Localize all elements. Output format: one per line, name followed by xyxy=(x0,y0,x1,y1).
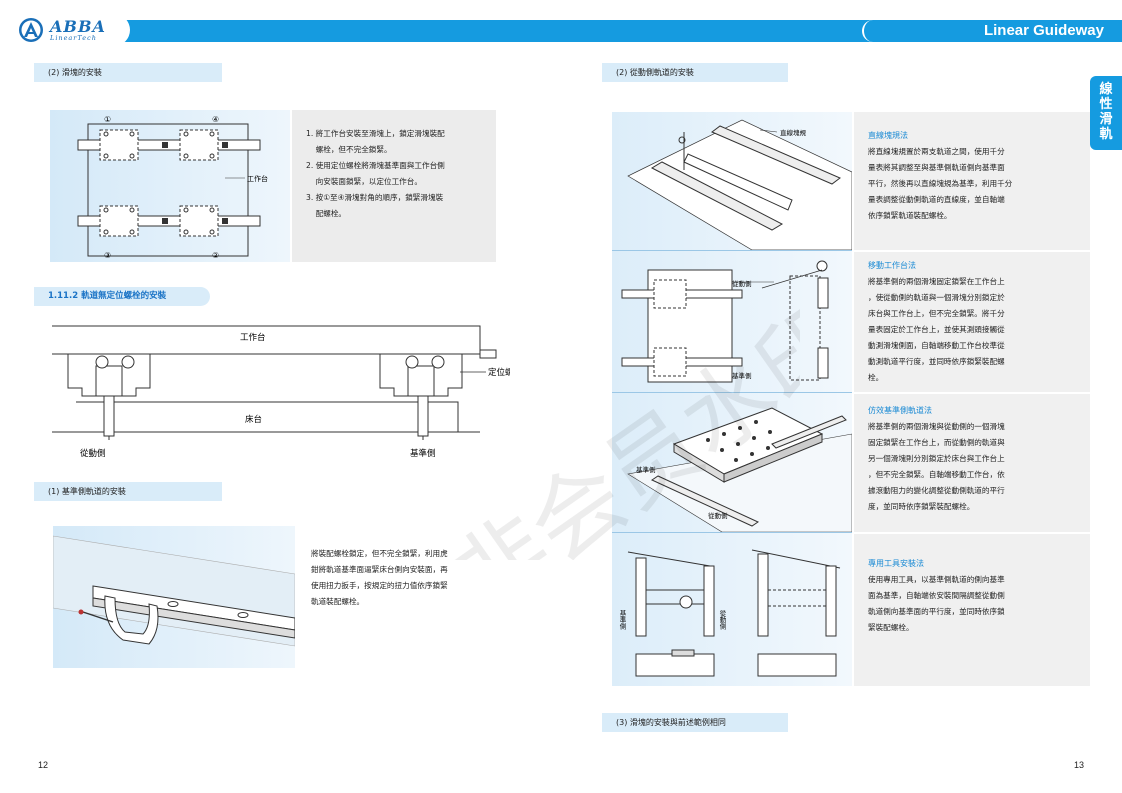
method1-line-2: 量表將其調整至與基準側軌道側向基準面 xyxy=(868,163,1005,172)
side-tab-label: 線性滑軌 xyxy=(1099,82,1113,142)
method2-line-6: 動測軌道平行度，並同時依序鎖緊裝配螺 xyxy=(868,357,1005,366)
method2-line-5: 動測滑塊側面，自軸端移動工作台校準從 xyxy=(868,341,1005,350)
label-ref-d: 基準側 xyxy=(618,609,626,630)
method2-title: 移動工作台法 xyxy=(868,261,916,270)
label-worktable-section: 工作台 xyxy=(240,332,266,343)
diagram-special-tool: 基準側 從動側 xyxy=(618,549,841,677)
label-reference-side: 基準側 xyxy=(410,448,436,459)
step-line-4: 向安裝面鎖緊，以定位工作台。 xyxy=(306,177,422,186)
diagram-follow-reference: 基準側 從動側 xyxy=(627,407,852,532)
method2-line-4: 量表固定於工作台上，並使其測頭接觸從 xyxy=(868,325,1005,334)
diagram-vise-rail xyxy=(53,535,295,647)
label-ref-c: 基準側 xyxy=(636,465,656,474)
method1-line-4: 量表調整從動側軌道的直線度，並自軸端 xyxy=(868,195,1005,204)
label-locating-bolt: 定位螺栓 xyxy=(488,367,510,378)
method1-bg xyxy=(854,112,1090,250)
method3-line-4: ，但不完全鎖緊。自軸端移動工作台，依 xyxy=(868,470,1005,479)
mark-2: ② xyxy=(212,251,219,260)
step-line-6: 配螺栓。 xyxy=(306,209,347,218)
label-driven-d: 從動側 xyxy=(718,609,726,630)
method3-line-6: 度，並同時依序鎖緊裝配螺栓。 xyxy=(868,502,975,511)
diagram-moving-table: 從動側 基準側 xyxy=(621,260,829,383)
method4-line-1: 使用專用工具，以基準側軌道的側向基準 xyxy=(868,575,1005,584)
method-moving-table: 移動工作台法 將基準側的兩個滑塊固定鎖緊在工作台上 ，使從動側的軌道與一個滑塊分… xyxy=(854,258,1090,386)
abba-logo: ABBA LinearTech xyxy=(18,17,106,43)
section-driven-rail-install: (2) 從動側軌道的安裝 xyxy=(602,63,788,82)
diagram-table-top-view: 工作台 ① ④ ③ ② xyxy=(77,115,268,260)
method3-line-3: 另一個滑塊則分別鎖定於床台與工作台上 xyxy=(868,454,1005,463)
method4-bg xyxy=(854,534,1090,686)
diagram-straight-edge: 直線塊規 xyxy=(627,119,852,250)
method1-line-3: 平行，然後再以直線塊規為基準，利用千分 xyxy=(868,179,1013,188)
step-line-1: 1. 將工作台安裝至滑塊上，鎖定滑塊裝配 xyxy=(306,129,445,138)
step-line-2: 螺栓，但不完全鎖緊。 xyxy=(306,145,392,154)
header-title: Linear Guideway xyxy=(983,22,1104,39)
method3-bg xyxy=(854,394,1090,532)
mark-1: ① xyxy=(104,115,111,124)
step-line-3: 2. 使用定位螺栓將滑塊基準面與工作台側 xyxy=(306,161,445,170)
label-straight-edge: 直線塊規 xyxy=(780,128,807,137)
method4-line-2: 面為基準，自軸端依安裝間隔調整從動側 xyxy=(868,591,1005,600)
divider-a xyxy=(612,250,852,251)
abba-logo-icon xyxy=(19,18,43,42)
mark-4: ④ xyxy=(212,115,219,124)
logo-name: ABBA xyxy=(50,16,106,36)
method1-title: 直線塊規法 xyxy=(868,131,908,140)
logo-subtitle: LinearTech xyxy=(50,33,97,42)
label-ref-b: 基準側 xyxy=(732,371,752,380)
method-special-tool: 專用工具安裝法 使用專用工具，以基準側軌道的側向基準 面為基準，自軸端依安裝間隔… xyxy=(854,556,1090,636)
step-line-5: 3. 按①至④滑塊對角的順序，鎖緊滑塊裝 xyxy=(306,193,444,202)
method3-title: 仿效基準側軌道法 xyxy=(868,406,932,415)
section-slider-same: (3) 滑塊的安裝與前述範例相同 xyxy=(602,713,788,732)
section-title-no-locating-bolt: 1.11.2 軌道無定位螺栓的安裝 xyxy=(34,287,210,306)
label-driven-side: 從動側 xyxy=(80,448,106,459)
method3-line-5: 據滾動阻力的變化調整從動側軌道的平行 xyxy=(868,486,1005,495)
label-driven-c: 從動側 xyxy=(708,511,728,520)
header-band xyxy=(0,20,1122,42)
method2-line-3: 床台與工作台上，但不完全鎖緊。將千分 xyxy=(868,309,1005,318)
method2-bg xyxy=(854,252,1090,392)
method4-line-4: 緊裝配螺栓。 xyxy=(868,623,914,632)
ref-rail-line-1: 將裝配螺栓鎖定，但不完全鎖緊，利用虎 xyxy=(311,549,448,558)
ref-rail-line-2: 鉗將軌道基準面逼緊床台側向安裝面，再 xyxy=(311,565,448,574)
divider-b xyxy=(612,392,852,393)
slider-install-steps: 1. 將工作台安裝至滑塊上，鎖定滑塊裝配 螺栓，但不完全鎖緊。 2. 使用定位螺… xyxy=(292,110,496,262)
ref-rail-text: 將裝配螺栓鎖定，但不完全鎖緊，利用虎 鉗將軌道基準面逼緊床台側向安裝面，再 使用… xyxy=(297,526,515,668)
divider-c xyxy=(612,532,852,533)
method3-line-1: 將基準側的兩個滑塊與從動側的一個滑塊 xyxy=(868,422,1005,431)
label-worktable: 工作台 xyxy=(247,174,268,183)
diagram-table-top-view-panel xyxy=(50,110,290,262)
label-bed: 床台 xyxy=(245,414,262,425)
method2-line-1: 將基準側的兩個滑塊固定鎖緊在工作台上 xyxy=(868,277,1005,286)
ref-rail-line-4: 軌道裝配螺栓。 xyxy=(311,597,365,606)
side-tab-linear-guide: 線性滑軌 xyxy=(1090,76,1122,150)
method1-line-1: 將直線塊規置於兩支軌道之間，使用千分 xyxy=(868,147,1005,156)
ref-rail-line-3: 使用扭力扳手，按規定的扭力值依序鎖緊 xyxy=(311,581,448,590)
mark-3: ③ xyxy=(104,251,111,260)
section-ref-rail-install: (1) 基準側軌道的安裝 xyxy=(34,482,222,501)
method1-line-5: 依序鎖緊軌道裝配螺栓。 xyxy=(868,211,952,220)
section-slider-install: (2) 滑塊的安裝 xyxy=(34,63,222,82)
method3-line-2: 固定鎖緊在工作台上，而從動側的軌道與 xyxy=(868,438,1005,447)
method2-line-7: 栓。 xyxy=(868,373,884,382)
label-driven-b: 從動側 xyxy=(732,279,752,288)
method2-line-2: ，使從動側的軌道與一個滑塊分別鎖定於 xyxy=(868,293,1005,302)
page-number-right: 13 xyxy=(1074,760,1085,770)
method-follow-reference: 仿效基準側軌道法 將基準側的兩個滑塊與從動側的一個滑塊 固定鎖緊在工作台上，而從… xyxy=(854,403,1090,515)
method-straight-edge: 直線塊規法 將直線塊規置於兩支軌道之間，使用千分 量表將其調整至與基準側軌道側向… xyxy=(854,128,1090,224)
page-number-left: 12 xyxy=(38,760,49,770)
diagram-cross-section: 工作台 定位螺栓 床台 從動側 基準側 xyxy=(52,325,510,459)
method4-line-3: 軌道側向基準面的平行度，並同時依序鎖 xyxy=(868,607,1005,616)
header-title-band xyxy=(862,20,1122,42)
method4-title: 專用工具安裝法 xyxy=(868,559,924,568)
